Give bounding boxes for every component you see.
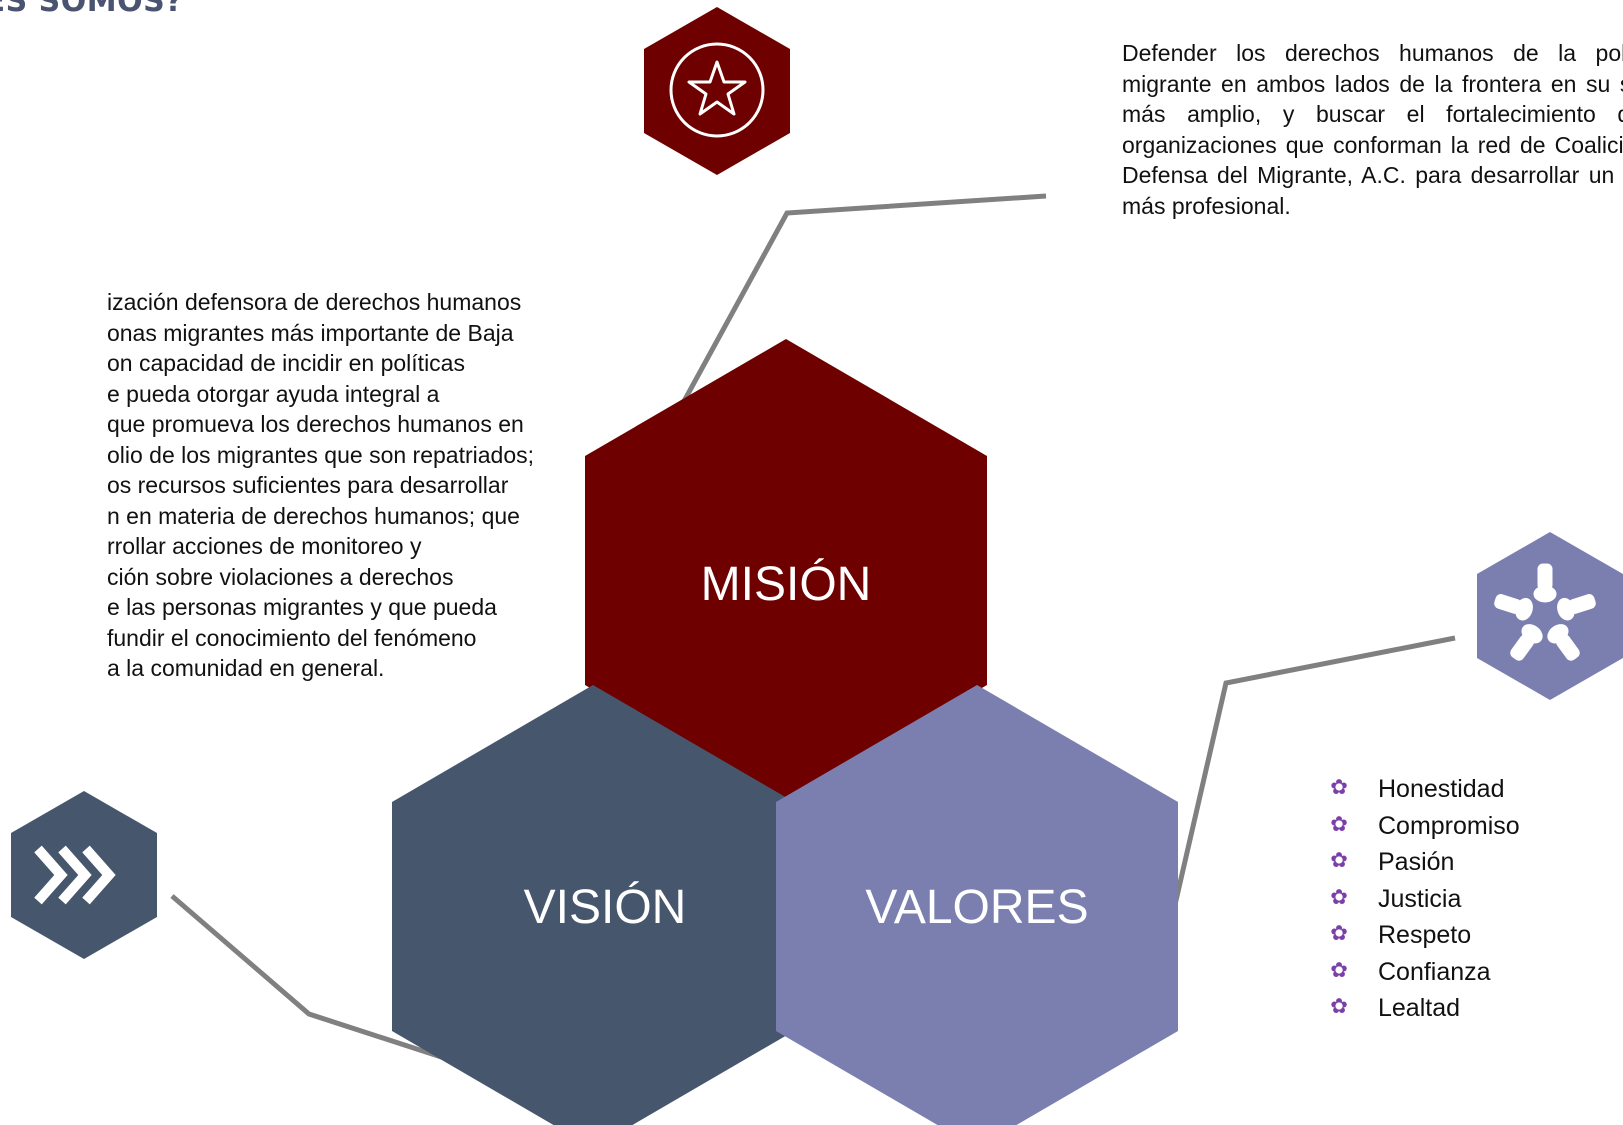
vision-line: on capacidad de incidir en políticas	[106, 350, 465, 376]
vision-line: os recursos suficientes para desarrollar	[106, 472, 509, 498]
flower-bullet-icon: ✿	[1330, 849, 1348, 872]
value-item: ✿ Respeto	[1330, 917, 1520, 954]
flower-bullet-icon: ✿	[1330, 995, 1348, 1018]
value-label: Lealtad	[1378, 994, 1461, 1022]
valores-label: VALORES	[865, 881, 1088, 934]
chevrons-right-icon	[11, 791, 157, 959]
vision-hexagon	[392, 685, 794, 1125]
vision-line: rrollar acciones de monitoreo y	[106, 533, 422, 559]
vision-line: n en materia de derechos humanos; que	[106, 502, 520, 529]
vision-line: que promueva los derechos humanos en	[106, 411, 524, 437]
value-item: ✿ Pasión	[1330, 844, 1520, 881]
page-title: ENES SOMOS?	[0, 0, 184, 19]
value-label: Confianza	[1378, 957, 1491, 986]
vision-line: olio de los migrantes que son repatriado…	[106, 441, 534, 468]
flower-bullet-icon: ✿	[1330, 885, 1348, 909]
value-label: Respeto	[1378, 921, 1472, 949]
mision-connector-line	[674, 193, 1047, 416]
value-item: ✿ Confianza	[1330, 954, 1520, 991]
value-item: ✿ Compromiso	[1330, 808, 1520, 845]
value-item: ✿ Lealtad	[1330, 990, 1520, 1027]
vision-line: onas migrantes más importante de Baja	[106, 319, 514, 346]
mision-hexagon	[585, 339, 987, 802]
value-item: ✿ Justicia	[1330, 881, 1520, 918]
values-list: ✿ Honestidad ✿ Compromiso ✿ Pasión ✿ Justici…	[1330, 771, 1520, 1027]
vision-line: e pueda otorgar ayuda integral a	[106, 380, 440, 407]
flower-bullet-icon: ✿	[1330, 958, 1348, 982]
valores-connector-line	[1160, 635, 1456, 958]
vision-line: ización defensora de derechos humanos	[106, 289, 522, 315]
vision-line: e las personas migrantes y que pueda	[106, 594, 497, 620]
vision-description: ización defensora de derechos humanos on…	[107, 287, 534, 684]
vision-line: a la comunidad en general.	[106, 655, 385, 681]
vision-line: fundir el conocimiento del fenómeno	[106, 624, 477, 651]
vision-label: VISIÓN	[524, 880, 687, 934]
value-item: ✿ Honestidad	[1330, 771, 1520, 808]
flower-bullet-icon: ✿	[1330, 776, 1348, 799]
star-icon	[644, 7, 790, 175]
value-label: Pasión	[1378, 848, 1455, 876]
value-label: Honestidad	[1378, 775, 1505, 803]
flower-bullet-icon: ✿	[1330, 812, 1348, 836]
value-label: Compromiso	[1378, 811, 1520, 840]
vision-line: ción sobre violaciones a derechos	[106, 563, 454, 590]
flower-bullet-icon: ✿	[1330, 922, 1348, 945]
mision-label: MISIÓN	[701, 557, 872, 611]
mission-description: Defender los derechos humanos de la pobl…	[1122, 40, 1623, 219]
hands-circle-icon	[1477, 532, 1623, 700]
valores-hexagon	[776, 685, 1178, 1125]
value-label: Justicia	[1378, 884, 1462, 913]
